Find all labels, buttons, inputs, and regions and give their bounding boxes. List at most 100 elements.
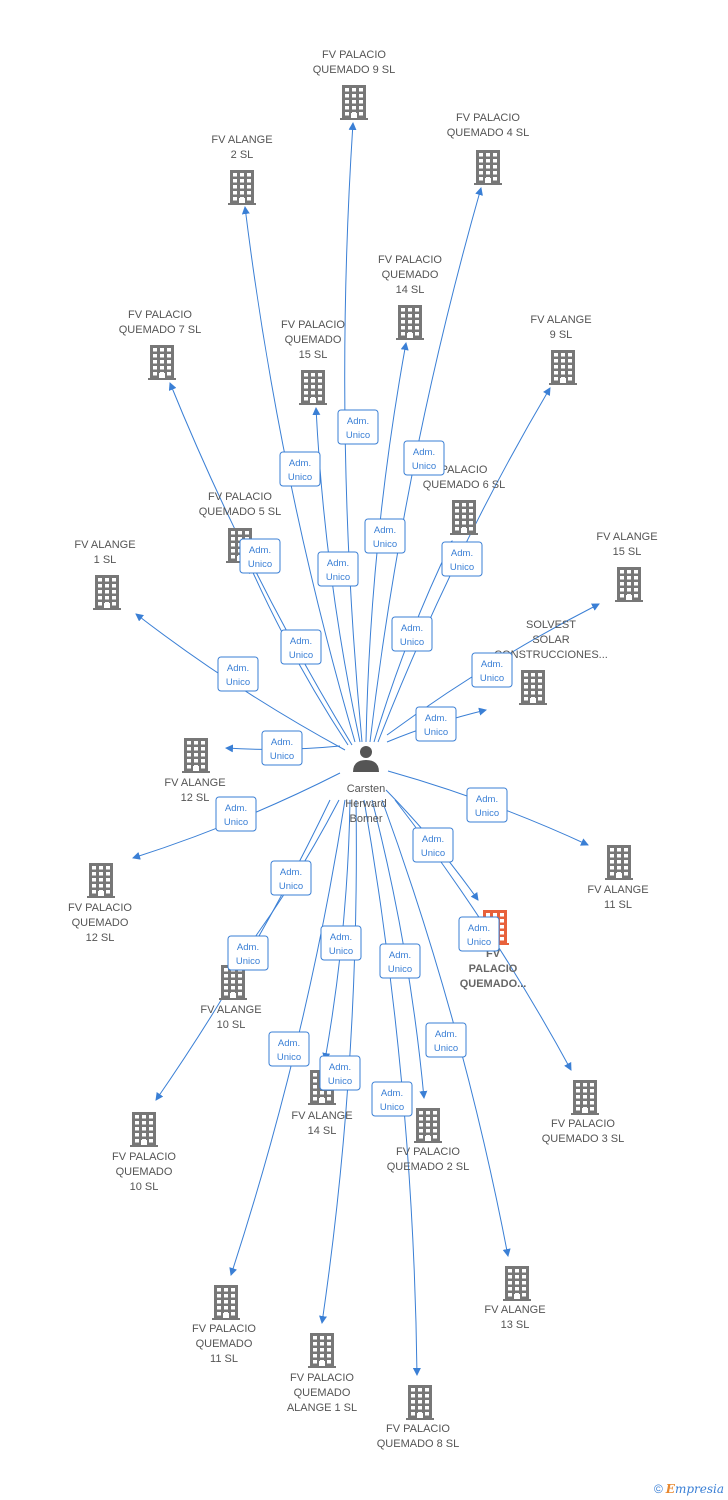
person-icon	[353, 746, 379, 772]
company-label-line: QUEMADO 7 SL	[119, 324, 202, 336]
svg-text:Unico: Unico	[328, 1076, 352, 1087]
edge-label-adm-unico: Adm.Unico	[403, 440, 445, 476]
edge-label-adm-unico: Adm.Unico	[471, 652, 513, 688]
edge-label-adm-unico: Adm.Unico	[270, 860, 312, 896]
company-node-fv-palacio-quemado-8-sl[interactable]: FV PALACIO QUEMADO 8 SL	[377, 1385, 460, 1450]
company-label-line: QUEMADO	[294, 1387, 351, 1399]
company-label-line: FV PALACIO	[208, 491, 272, 503]
company-label-line: 14 SL	[308, 1125, 337, 1137]
company-node-fv-palacio-quemado-14-sl[interactable]: FV PALACIO QUEMADO 14 SL	[378, 254, 442, 340]
svg-text:Adm.: Adm.	[289, 458, 311, 469]
company-node-solvest-solar[interactable]: SOLVESTSOLARCONSTRUCCIONES...	[494, 619, 608, 705]
company-node-fv-palacio-quemado-3-sl[interactable]: FV PALACIO QUEMADO 3 SL	[542, 1080, 625, 1145]
svg-text:Adm.: Adm.	[249, 545, 271, 556]
building-icon	[414, 1108, 442, 1143]
edge-label-adm-unico: Adm. Unico	[319, 1055, 361, 1091]
svg-text:Adm.: Adm.	[476, 794, 498, 805]
building-icon	[87, 863, 115, 898]
svg-text:Unico: Unico	[289, 650, 313, 661]
company-label-line: 14 SL	[396, 284, 425, 296]
svg-text:Adm.: Adm.	[425, 713, 447, 724]
company-label-line: QUEMADO	[116, 1166, 173, 1178]
company-label-line: FV PALACIO	[281, 319, 345, 331]
edge-label-adm-unico: Adm.Unico	[337, 409, 379, 445]
svg-text:Unico: Unico	[412, 461, 436, 472]
building-icon	[340, 85, 368, 120]
company-label-line: QUEMADO 3 SL	[542, 1133, 625, 1145]
company-label-line: FV ALANGE	[530, 314, 591, 326]
svg-text:Adm.: Adm.	[401, 623, 423, 634]
company-label-line: SOLAR	[532, 634, 569, 646]
svg-text:Adm.: Adm.	[451, 548, 473, 559]
company-label-line: FV ALANGE	[211, 134, 272, 146]
company-label-line: SOLVEST	[526, 619, 576, 631]
copyright-symbol: ©	[653, 1482, 663, 1496]
company-label-line: ALANGE 1 SL	[287, 1402, 357, 1414]
company-label-line: FV ALANGE	[291, 1110, 352, 1122]
company-label-line: FV ALANGE	[587, 884, 648, 896]
company-label-line: FV PALACIO	[551, 1118, 615, 1130]
svg-text:Adm.: Adm.	[278, 1038, 300, 1049]
brand-initial: E	[665, 1482, 675, 1496]
company-label-line: QUEMADO	[382, 269, 439, 281]
company-label-line: 2 SL	[231, 149, 254, 161]
building-icon	[130, 1112, 158, 1147]
company-label-line: FV ALANGE	[596, 531, 657, 543]
svg-text:Unico: Unico	[424, 727, 448, 738]
svg-text:Unico: Unico	[326, 572, 350, 583]
svg-text:Unico: Unico	[236, 956, 260, 967]
company-node-fv-alange-9-sl[interactable]: FV ALANGE 9 SL	[530, 314, 592, 385]
svg-text:Adm.: Adm.	[237, 942, 259, 953]
company-label-line: 15 SL	[299, 349, 328, 361]
svg-text:Unico: Unico	[380, 1102, 404, 1113]
edge-label-adm-unico: Adm.Unico	[217, 656, 259, 692]
svg-text:Unico: Unico	[288, 472, 312, 483]
edge-label-adm-unico: Adm.Unico	[458, 916, 500, 952]
building-icon	[571, 1080, 599, 1115]
edge-label-adm-unico: Adm. Unico	[466, 787, 508, 823]
svg-text:Adm.: Adm.	[280, 867, 302, 878]
company-label-line: FV PALACIO	[386, 1423, 450, 1435]
company-node-fv-palacio-quemado-7-sl[interactable]: FV PALACIO QUEMADO 7 SL	[119, 309, 202, 380]
company-label-line: FV PALACIO	[128, 309, 192, 321]
company-label-line: FV PALACIO	[112, 1151, 176, 1163]
company-label-line: QUEMADO 4 SL	[447, 127, 530, 139]
company-label-line: QUEMADO	[285, 334, 342, 346]
company-label-line: QUEMADO 8 SL	[377, 1438, 460, 1450]
company-label-line: 12 SL	[86, 932, 115, 944]
svg-text:Adm.: Adm.	[327, 558, 349, 569]
svg-text:Adm.: Adm.	[227, 663, 249, 674]
company-node-fv-palacio-quemado-4-sl[interactable]: FV PALACIO QUEMADO 4 SL	[447, 112, 530, 185]
svg-text:Unico: Unico	[373, 539, 397, 550]
company-label-line: 12 SL	[181, 792, 210, 804]
company-label-line: FV PALACIO	[378, 254, 442, 266]
svg-text:Adm.: Adm.	[468, 923, 490, 934]
company-node-fv-palacio-quemado-15-sl[interactable]: FV PALACIO QUEMADO 15 SL	[281, 319, 345, 405]
company-node-fv-alange-2-sl[interactable]: FV ALANGE 2 SL	[211, 134, 273, 205]
person-name-line: Herward	[345, 798, 387, 810]
svg-text:Adm.: Adm.	[329, 1062, 351, 1073]
company-label-line: 9 SL	[550, 329, 573, 341]
svg-text:Unico: Unico	[475, 808, 499, 819]
svg-text:Unico: Unico	[388, 964, 412, 975]
company-label-line: FV PALACIO	[456, 112, 520, 124]
svg-text:Adm.: Adm.	[374, 525, 396, 536]
svg-text:Unico: Unico	[400, 637, 424, 648]
person-name-line: Carsten	[347, 783, 386, 795]
edge-label-adm-unico: Adm. Unico	[364, 518, 406, 554]
